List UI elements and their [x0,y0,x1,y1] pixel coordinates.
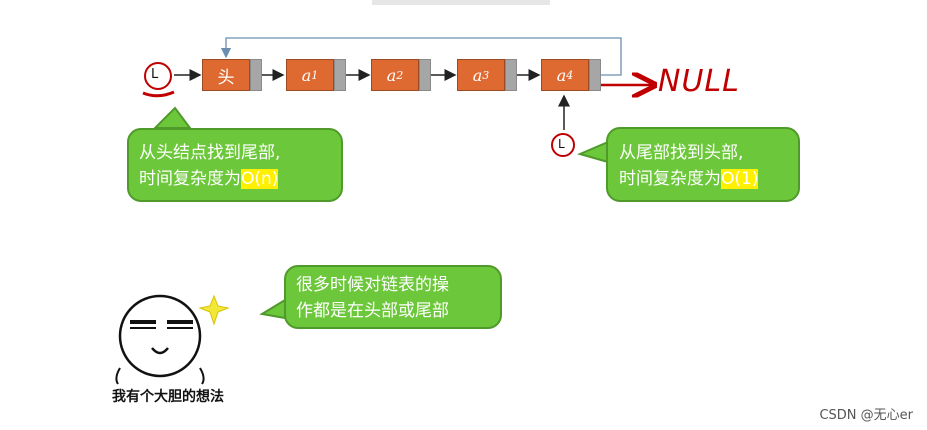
pointer-field [419,59,431,91]
tail-pointer-label: L [558,137,565,151]
bubble-line: 时间复杂度为O(1) [619,169,759,189]
meme-caption: 我有个大胆的想法 [112,389,224,405]
pointer-field [589,59,601,91]
null-label: NULL [658,64,740,99]
head-L-underline [142,90,175,98]
complexity-value: O(1) [721,169,759,189]
bubble-operations-note: 很多时候对链表的操 作都是在头部或尾部 [284,265,502,329]
bubble-line: 很多时候对链表的操 [296,275,449,295]
head-pointer-label: L [151,67,159,82]
bubble-head-to-tail: 从头结点找到尾部, 时间复杂度为O(n) [127,128,343,202]
bubble-line: 时间复杂度为O(n) [139,169,279,189]
watermark: CSDN @无心er [819,408,913,423]
circular-link-arrow [220,37,622,76]
meme-face-icon [115,294,205,385]
bubble-line: 作都是在头部或尾部 [296,301,449,321]
head-node-data: 头 [202,59,250,91]
bubble-line: 从尾部找到头部, [619,143,744,163]
head-L-circle [144,62,172,90]
bubble-tail-bottom [259,298,286,320]
bubble-tail-to-head: 从尾部找到头部, 时间复杂度为O(1) [606,127,800,202]
bubble-tail-left [152,106,192,129]
pointer-field [505,59,517,91]
pointer-field [334,59,346,91]
sparkle-icon [198,294,230,326]
top-strip [372,0,550,5]
bubble-tail-right [577,140,609,164]
pointer-field [250,59,262,91]
complexity-value: O(n) [241,169,279,189]
tail-L-circle [551,133,575,157]
bubble-line: 从头结点找到尾部, [139,143,281,163]
head-node: 头 [202,59,262,91]
